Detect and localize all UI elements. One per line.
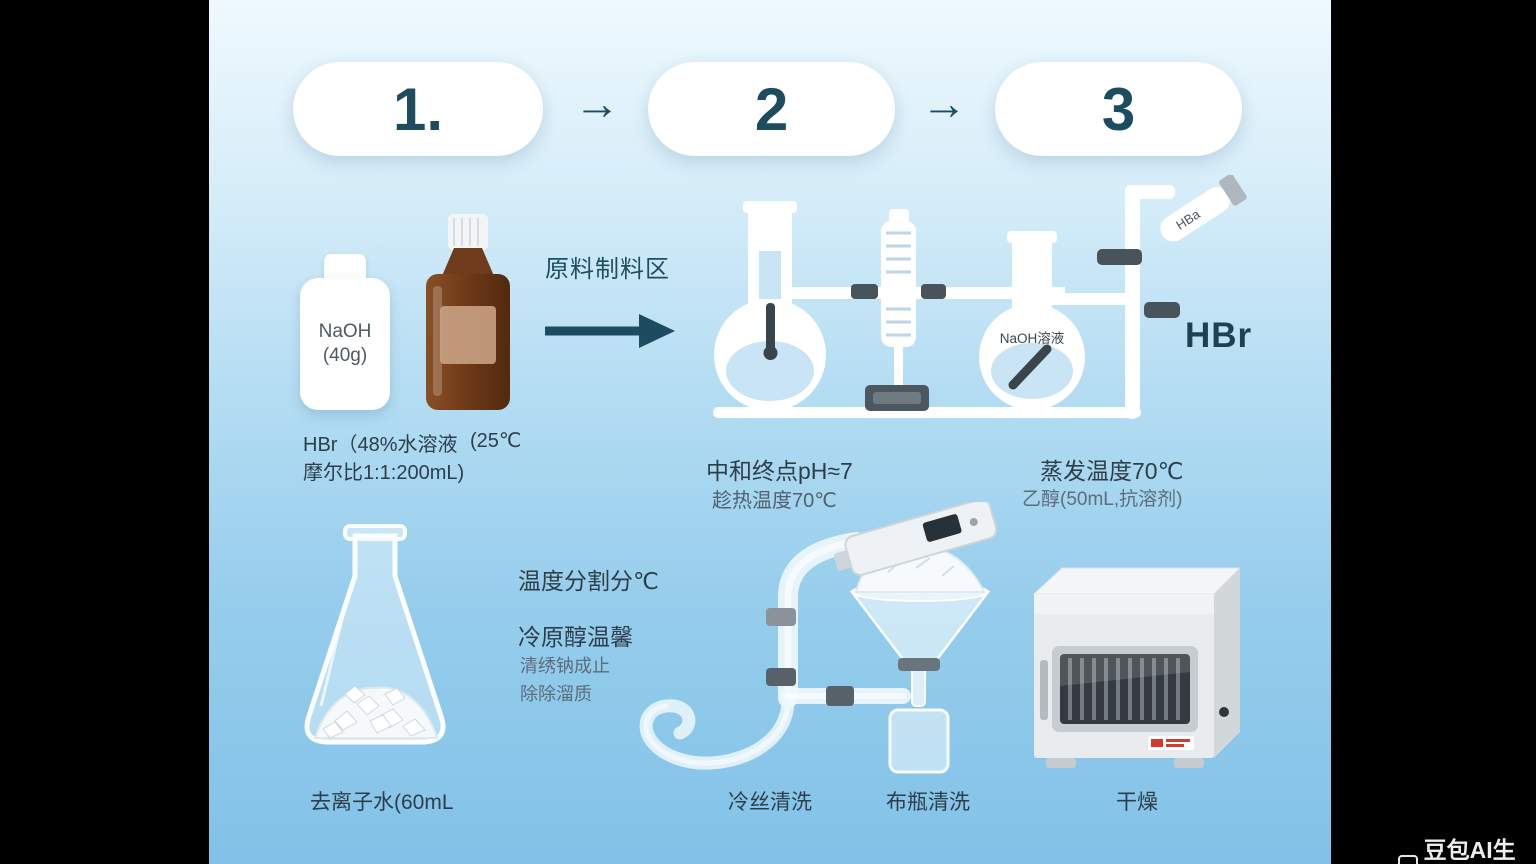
- neutralization-note: 中和终点pH≈7: [706, 458, 853, 484]
- condenser: [881, 209, 916, 391]
- caption-deionized-water: 去离子水(60mL: [310, 791, 454, 814]
- oven-knob: [1219, 707, 1229, 717]
- doubao-logo-icon: [1398, 855, 1418, 864]
- caption-drying: 干燥: [1116, 791, 1158, 814]
- mid-text-2: 冷原醇温馨: [518, 624, 633, 650]
- evaporation-temp-note: 蒸发温度70℃: [1040, 458, 1184, 484]
- material-note-line1: HBr（48%水溶液: [303, 434, 458, 456]
- material-note-temp: (25℃: [470, 430, 522, 452]
- naoh-bottle: NaOH (40g): [300, 254, 390, 410]
- arrow-right-icon: →: [574, 77, 620, 129]
- heating-temp-note: 趁热温度70℃: [712, 490, 837, 512]
- product-label: HBr: [1185, 316, 1253, 355]
- oven-door: [1052, 646, 1198, 732]
- step-pill-2: 2: [648, 62, 895, 156]
- naoh-bottle-label: NaOH (40g): [300, 278, 390, 410]
- reagent-bottle: [426, 214, 510, 410]
- mid-text-3: 清绣钠成止: [520, 656, 610, 676]
- raw-material-area-title: 原料制料区: [545, 256, 670, 283]
- beaker: [888, 708, 950, 774]
- ethanol-note: 乙醇(50mL,抗溶剂): [1022, 489, 1183, 510]
- funnel: [849, 582, 991, 707]
- distillation-apparatus: HBa: [713, 175, 1247, 419]
- round-flask-left: [714, 201, 826, 411]
- watermark-text: 豆包AI生成: [1423, 837, 1516, 863]
- naoh-label-line1: NaOH: [318, 321, 372, 343]
- material-note-line2: 摩尔比1:1:200mL): [303, 462, 465, 484]
- filtration-apparatus: [639, 502, 998, 774]
- drying-oven: [1032, 567, 1242, 768]
- ai-watermark: 豆包AI生成: [1398, 831, 1536, 864]
- caption-cold-wash: 冷丝清洗: [728, 791, 812, 814]
- erlenmeyer-flask: [304, 524, 446, 745]
- flow-arrow-icon: [545, 314, 675, 348]
- flask-solution-label: NaOH溶液: [1000, 331, 1065, 346]
- bottle-cap: [324, 254, 366, 282]
- arrow-right-icon: →: [921, 77, 967, 129]
- dispenser-device: [833, 502, 998, 576]
- step-pill-1: 1.: [293, 62, 543, 156]
- step-pill-3: 3: [995, 62, 1242, 156]
- round-flask-right: NaOH溶液: [979, 231, 1085, 410]
- mid-text-1: 温度分割分℃: [518, 568, 659, 594]
- naoh-label-line2: (40g): [322, 345, 368, 366]
- caption-funnel-wash: 布瓶清洗: [886, 791, 970, 814]
- mid-text-4: 除除溜质: [520, 684, 592, 704]
